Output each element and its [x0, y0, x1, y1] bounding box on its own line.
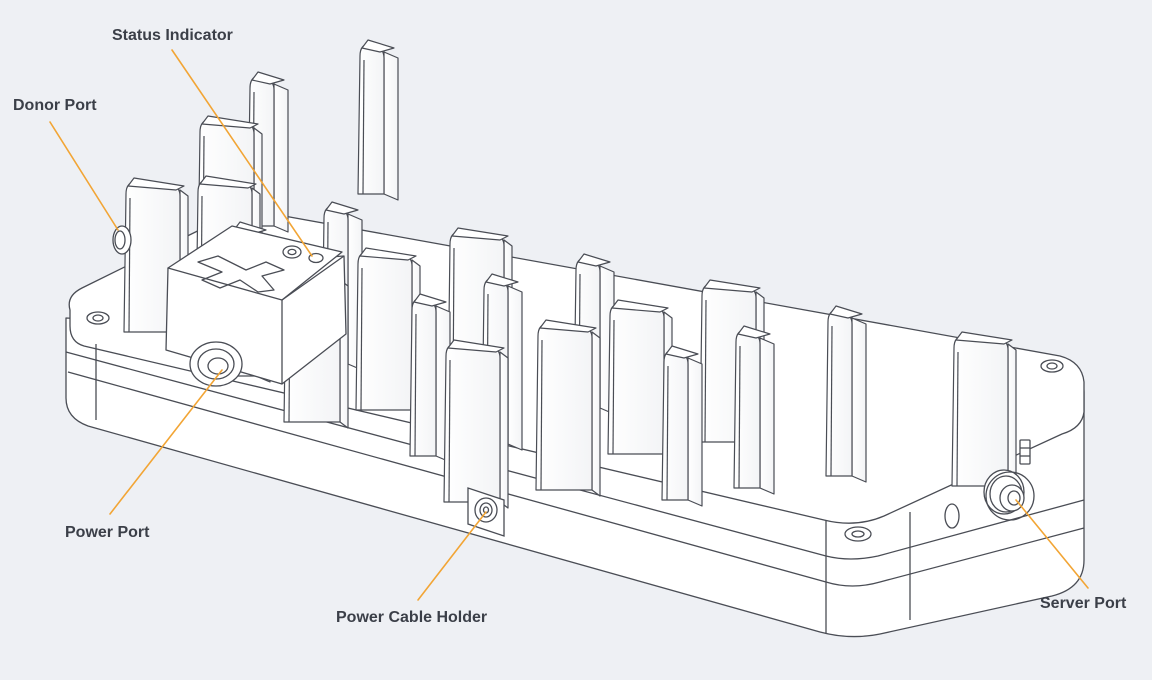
heat-sink-fin — [661, 345, 703, 507]
power-cable-holder-label: Power Cable Holder — [336, 609, 488, 626]
donor-port — [112, 225, 132, 255]
leader-power-cable-holder — [417, 511, 487, 601]
brand-x-logo — [197, 255, 285, 293]
server-port-label: Server Port — [1040, 595, 1127, 612]
heat-sink-fin — [535, 319, 601, 497]
heat-sink-fin — [443, 339, 509, 509]
leader-server-port — [1015, 499, 1089, 589]
status-indicator-leds — [282, 245, 324, 264]
screw-holes — [86, 311, 1064, 542]
power-port-label: Power Port — [65, 524, 150, 541]
leader-donor-port — [49, 121, 119, 231]
donor-port-label: Donor Port — [13, 97, 97, 114]
leader-power-port — [109, 369, 223, 515]
heat-sink-fin — [409, 293, 451, 463]
heat-sink-fin — [825, 305, 867, 483]
power-port — [189, 341, 243, 387]
heat-sink-fin — [733, 325, 775, 495]
heat-sink-fin — [357, 39, 399, 201]
leader-lines — [49, 49, 1089, 601]
heat-sink-fin — [951, 331, 1017, 493]
server-port — [983, 439, 1035, 521]
leader-status-indicator — [171, 49, 313, 257]
status-indicator-label: Status Indicator — [112, 27, 233, 44]
